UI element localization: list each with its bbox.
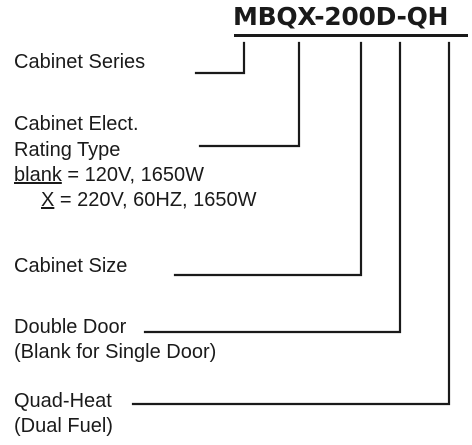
- leader-quad-heat: [131, 41, 451, 406]
- option-x-value: = 220V, 60HZ, 1650W: [54, 189, 257, 211]
- option-blank: blank = 120V, 1650W: [14, 163, 204, 187]
- label-double-door-line2: (Blank for Single Door): [14, 341, 217, 363]
- label-cabinet-size: Cabinet Size: [14, 255, 128, 277]
- label-elect-rating-line1: Cabinet Elect.: [14, 113, 139, 135]
- leader-cabinet-size: [173, 41, 363, 277]
- label-quad-heat-line1: Quad-Heat: [14, 390, 112, 412]
- label-elect-rating-line2: Rating Type: [14, 139, 121, 161]
- label-quad-heat-line2: (Dual Fuel): [14, 415, 113, 437]
- option-blank-value: = 120V, 1650W: [61, 164, 204, 186]
- label-cabinet-series: Cabinet Series: [14, 51, 146, 73]
- option-x: X = 220V, 60HZ, 1650W: [41, 188, 257, 212]
- model-code: MBQX-200D-QH: [233, 2, 449, 31]
- leader-elect-rating: [198, 41, 301, 148]
- leader-double-door: [143, 41, 402, 334]
- option-blank-key: blank: [14, 164, 62, 186]
- label-double-door-line1: Double Door: [14, 316, 127, 338]
- leader-cabinet-series: [194, 41, 246, 75]
- model-code-underline: [234, 34, 468, 37]
- option-x-key: X: [41, 189, 55, 211]
